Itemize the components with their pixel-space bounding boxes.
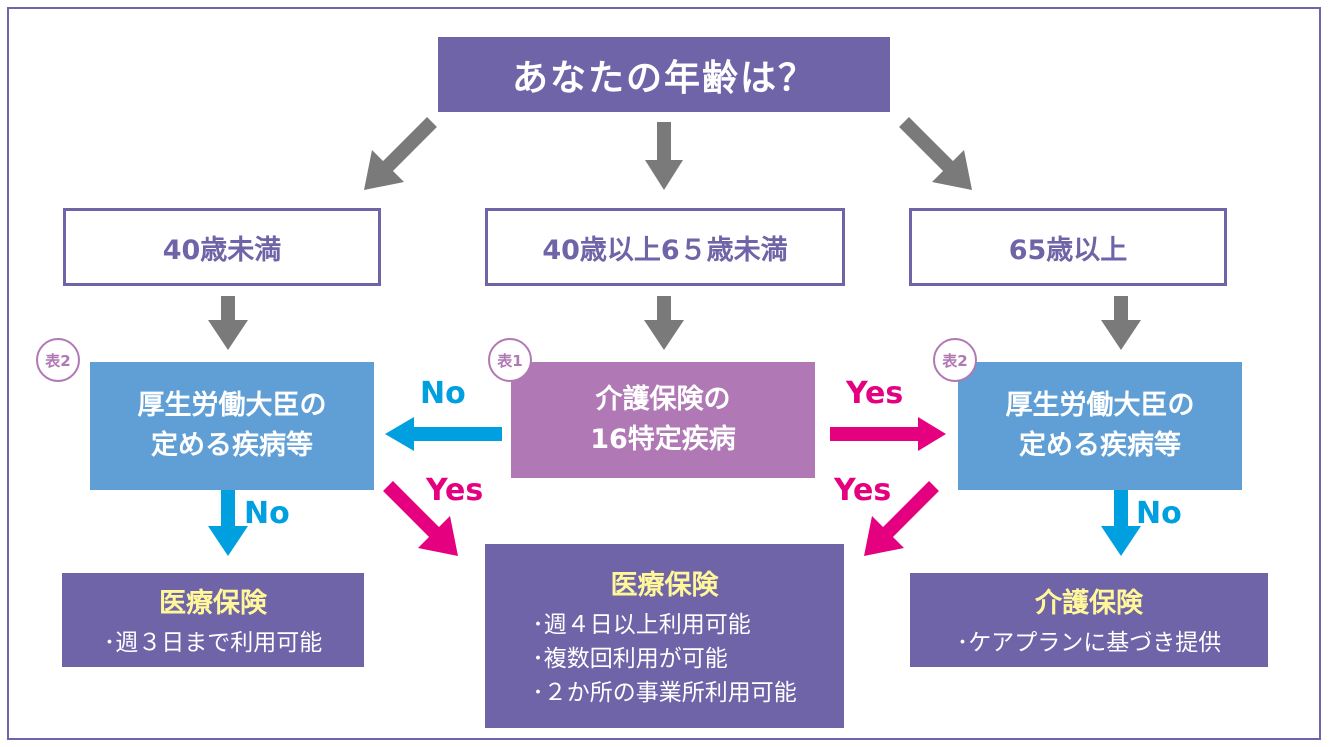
label-yes-left-diagonal: Yes	[426, 473, 484, 508]
age-40-to-64-box: 40歳以上6５歳未満	[485, 208, 845, 286]
age-under-40-label: 40歳未満	[162, 234, 282, 266]
label-no-right-down: No	[1136, 496, 1182, 531]
condition-right-line2: 定める疾病等	[1019, 430, 1181, 461]
result-center-item-1: ･週４日以上利用可能	[532, 611, 751, 638]
arrow-yes-right-diagonal	[864, 481, 939, 556]
result-right-item-1: ･ケアプランに基づき提供	[956, 629, 1222, 656]
age-65-plus-box: 65歳以上	[909, 208, 1227, 286]
arrow-question-to-65plus	[899, 117, 972, 190]
label-no-left-down: No	[244, 496, 290, 531]
condition-left-box: 厚生労働大臣の 定める疾病等	[90, 362, 374, 490]
arrow-question-to-under40	[364, 117, 437, 190]
arrow-question-to-40to64	[645, 122, 683, 190]
condition-center-box: 介護保険の 16特定疾病	[511, 362, 815, 478]
badge-table2-left: 表2	[36, 338, 80, 382]
age-65-plus-label: 65歳以上	[1008, 234, 1128, 266]
badge-table1-center: 表1	[488, 338, 532, 382]
badge-table2-right: 表2	[933, 338, 977, 382]
question-text: あなたの年齢は？	[511, 57, 816, 99]
result-right-title: 介護保険	[1035, 587, 1143, 619]
result-center-box: 医療保険 ･週４日以上利用可能 ･複数回利用が可能 ･２か所の事業所利用可能	[485, 544, 844, 728]
condition-center-line1: 介護保険の	[595, 384, 731, 415]
condition-right-box: 厚生労働大臣の 定める疾病等	[958, 362, 1242, 490]
label-yes-center-right: Yes	[846, 376, 904, 411]
result-center-item-3: ･２か所の事業所利用可能	[532, 679, 797, 706]
arrow-no-left-down	[208, 488, 248, 556]
label-no-center-left: No	[420, 376, 466, 411]
age-40-to-64-label: 40歳以上6５歳未満	[542, 234, 788, 266]
arrow-65plus-down	[1101, 296, 1141, 350]
arrow-40to64-down	[644, 296, 684, 350]
result-left-box: 医療保険 ･週３日まで利用可能	[62, 573, 364, 667]
condition-center-line2: 16特定疾病	[590, 424, 736, 455]
result-left-title: 医療保険	[159, 587, 267, 619]
label-yes-right-diagonal: Yes	[834, 473, 892, 508]
question-box: あなたの年齢は？	[438, 37, 890, 112]
result-left-item-1: ･週３日まで利用可能	[103, 629, 323, 656]
arrow-yes-to-right	[830, 417, 946, 451]
arrow-no-right-down	[1101, 488, 1141, 556]
result-center-item-2: ･複数回利用が可能	[532, 645, 728, 672]
arrow-yes-left-diagonal	[383, 481, 458, 556]
age-under-40-box: 40歳未満	[63, 208, 381, 286]
result-right-box: 介護保険 ･ケアプランに基づき提供	[910, 573, 1268, 667]
result-center-title: 医療保険	[610, 569, 719, 601]
arrow-under40-down	[208, 296, 248, 350]
condition-left-line1: 厚生労働大臣の	[137, 390, 327, 421]
arrow-no-to-left	[385, 417, 502, 451]
condition-left-line2: 定める疾病等	[151, 430, 313, 461]
condition-right-line1: 厚生労働大臣の	[1005, 390, 1195, 421]
